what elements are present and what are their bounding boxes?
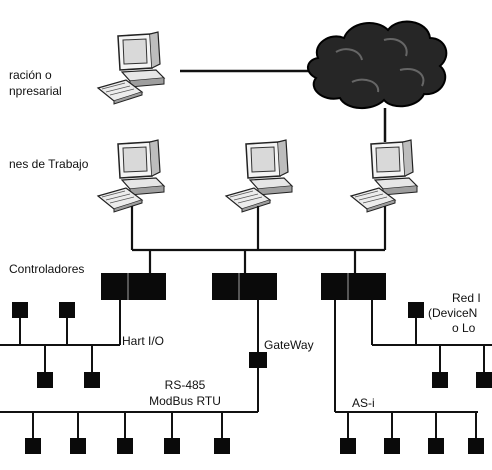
asi-device-icon	[428, 438, 444, 454]
workstation-3-computer-icon	[350, 139, 418, 213]
top-station-label-line2: npresarial	[9, 84, 62, 98]
gateway-label: GateWay	[264, 338, 314, 352]
rs485-label-line1: RS-485	[164, 378, 206, 392]
modbus-device-icon	[164, 438, 180, 454]
controller-2-block-icon	[212, 273, 277, 300]
asi-device-icon	[340, 438, 356, 454]
red-industrial-label-line3: o Lo	[452, 321, 476, 335]
field-wiring	[0, 300, 492, 438]
top-station-label-line1: ración o	[9, 68, 52, 82]
workstation-2-computer-icon	[225, 139, 293, 213]
ethernet-bus	[130, 206, 387, 273]
workstation-1-computer-icon	[97, 139, 165, 213]
controller-3-block-icon	[321, 273, 386, 300]
modbus-device-icon	[70, 438, 86, 454]
modbus-device-icon	[214, 438, 230, 454]
hart-device-icon	[37, 372, 53, 388]
asi-label: AS-i	[352, 396, 375, 410]
asi-device-icon	[384, 438, 400, 454]
red-device-icon	[476, 372, 492, 388]
modbus-device-icon	[117, 438, 133, 454]
hart-io-label: Hart I/O	[122, 334, 165, 348]
hart-device-icon	[84, 372, 100, 388]
hart-device-icon	[59, 302, 75, 318]
modbus-device-icon	[25, 438, 41, 454]
red-device-icon	[432, 372, 448, 388]
hart-device-icon	[12, 302, 28, 318]
asi-device-icon	[468, 438, 484, 454]
top-computer-icon	[97, 31, 165, 105]
controller-1-block-icon	[101, 273, 166, 300]
red-industrial-label-line2: (DeviceN	[428, 306, 478, 320]
rs485-label-line2: ModBus RTU	[149, 394, 221, 408]
red-device-icon	[408, 302, 424, 318]
cloud-icon	[307, 20, 448, 109]
workstations-label: nes de Trabajo	[9, 157, 89, 171]
red-industrial-label-line1: Red I	[452, 291, 481, 305]
controllers-label: Controladores	[9, 262, 85, 276]
gateway-device-icon	[249, 352, 267, 368]
